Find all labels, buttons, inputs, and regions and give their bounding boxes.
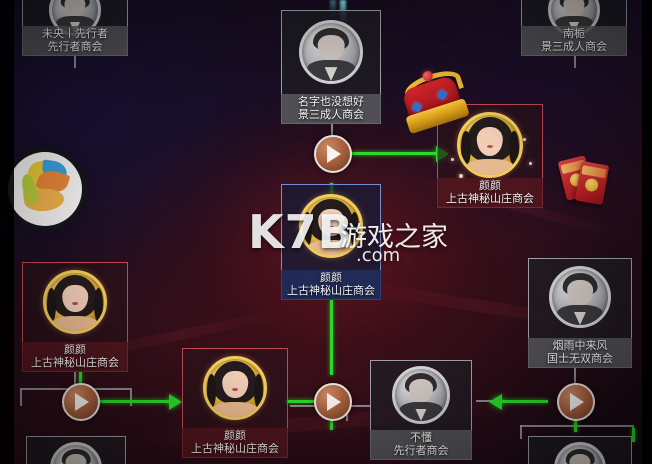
avatar xyxy=(392,366,450,424)
player-guild: 景三成人商会 xyxy=(541,39,607,53)
progress-arrow-icon xyxy=(489,394,502,410)
avatar-face-icon xyxy=(552,269,608,325)
match-node-top[interactable] xyxy=(314,135,352,173)
avatar-face-icon xyxy=(460,115,520,175)
bracket-card-mid-right[interactable]: 烟雨中来风 国士无双商会 xyxy=(528,258,632,368)
progress-line xyxy=(97,400,171,403)
bracket-card-top-left[interactable]: 未央丨先行者 先行者商会 xyxy=(22,0,128,56)
card-label: 颜颜 上古神秘山庄商会 xyxy=(281,270,381,300)
avatar-face-icon xyxy=(557,445,603,464)
bracket-card-top-center[interactable]: 名字也没想好 景三成人商会 xyxy=(281,10,381,124)
card-label: 未央丨先行者 先行者商会 xyxy=(22,26,128,56)
player-name: 南栀 xyxy=(563,27,585,41)
avatar xyxy=(43,270,107,334)
player-guild: 上古神秘山庄商会 xyxy=(191,441,279,455)
bracket-card-bottom-left-mid[interactable]: 颜颜 上古神秘山庄商会 xyxy=(182,348,288,458)
player-name: 烟雨中来风 xyxy=(552,339,608,353)
letterbox-left xyxy=(0,0,14,464)
avatar-face-icon xyxy=(206,359,264,417)
player-guild: 先行者商会 xyxy=(393,443,449,457)
player-guild: 先行者商会 xyxy=(47,39,103,53)
avatar xyxy=(299,20,363,84)
progress-line xyxy=(632,428,635,442)
player-guild: 上古神秘山庄商会 xyxy=(287,283,375,297)
connector-line xyxy=(520,425,522,439)
player-name: 颜颜 xyxy=(479,179,501,193)
avatar-face-icon xyxy=(395,369,447,421)
avatar-face-icon xyxy=(53,445,99,464)
app-logo-badge[interactable] xyxy=(8,152,82,226)
avatar-face-icon xyxy=(46,273,104,331)
bracket-card-bottom-row-2[interactable] xyxy=(528,436,632,464)
player-name: 名字也没想好 xyxy=(298,95,364,109)
avatar xyxy=(50,442,102,464)
avatar xyxy=(203,356,267,420)
player-name: 颜颜 xyxy=(64,343,86,357)
avatar xyxy=(554,442,606,464)
progress-line xyxy=(286,400,316,403)
player-name: 不懂 xyxy=(410,431,432,445)
avatar xyxy=(457,112,523,178)
card-label: 颜颜 上古神秘山庄商会 xyxy=(437,178,543,208)
card-label: 颜颜 上古神秘山庄商会 xyxy=(182,428,288,458)
envelope-strip xyxy=(581,165,607,178)
connector-line xyxy=(130,388,132,406)
progress-arrow-icon xyxy=(169,394,182,410)
progress-line xyxy=(350,152,438,155)
player-guild: 上古神秘山庄商会 xyxy=(31,355,119,369)
match-node-bottom-left[interactable] xyxy=(62,383,100,421)
card-label: 烟雨中来风 国士无双商会 xyxy=(528,338,632,368)
bracket-card-bottom-center[interactable]: 不懂 先行者商会 xyxy=(370,360,472,460)
letterbox-right xyxy=(642,0,652,464)
bracket-card-mid-left[interactable]: 颜颜 上古神秘山庄商会 xyxy=(22,262,128,372)
avatar xyxy=(299,194,363,258)
card-label: 不懂 先行者商会 xyxy=(370,430,472,460)
card-label: 颜颜 上古神秘山庄商会 xyxy=(22,342,128,372)
player-guild: 景三成人商会 xyxy=(298,107,364,121)
player-name: 颜颜 xyxy=(320,271,342,285)
avatar xyxy=(549,266,611,328)
red-envelope-icon xyxy=(574,160,610,206)
card-label: 名字也没想好 景三成人商会 xyxy=(281,94,381,124)
progress-line xyxy=(330,300,333,375)
envelope-seal xyxy=(584,177,600,193)
match-node-bottom-right[interactable] xyxy=(557,383,595,421)
player-name: 颜颜 xyxy=(224,429,246,443)
connector-line xyxy=(20,388,22,406)
match-node-center-lower[interactable] xyxy=(314,383,352,421)
bracket-card-top-right[interactable]: 南栀 景三成人商会 xyxy=(521,0,627,56)
progress-line xyxy=(496,400,548,403)
avatar-face-icon xyxy=(302,23,360,81)
connector-line xyxy=(74,56,76,68)
player-guild: 上古神秘山庄商会 xyxy=(446,191,534,205)
bracket-card-center[interactable]: 颜颜 上古神秘山庄商会 xyxy=(281,184,381,300)
card-label: 南栀 景三成人商会 xyxy=(521,26,627,56)
bracket-card-bottom-row-1[interactable] xyxy=(26,436,126,464)
connector-line xyxy=(574,56,576,68)
player-guild: 国士无双商会 xyxy=(547,351,613,365)
player-name: 未央丨先行者 xyxy=(42,27,108,41)
avatar-face-icon xyxy=(302,197,360,255)
